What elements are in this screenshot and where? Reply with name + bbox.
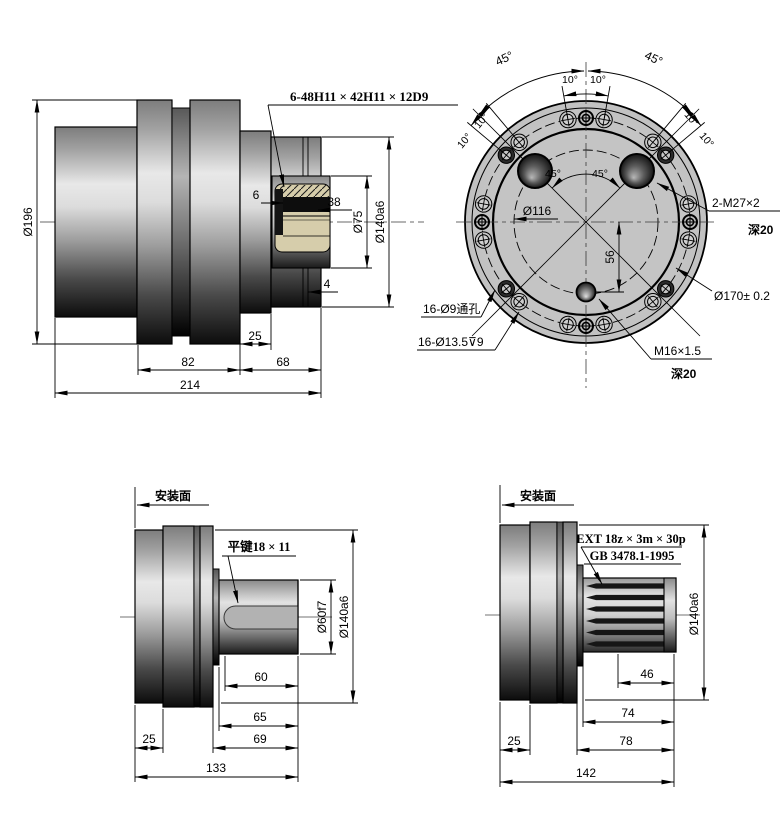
label-mount-face: 安装面 bbox=[520, 488, 556, 503]
spigot-section bbox=[239, 130, 272, 314]
shaft-collar bbox=[576, 564, 584, 667]
m27-hole-right bbox=[619, 153, 655, 189]
flange-band-1 bbox=[136, 99, 173, 345]
note-ext-spline-std: GB 3478.1-1995 bbox=[590, 549, 675, 563]
dim-60: 60 bbox=[254, 670, 268, 684]
band-groove bbox=[556, 521, 564, 704]
label-m27: 2-M27×2 bbox=[712, 196, 760, 210]
note-spline-bore: 6-48H11 × 42H11 × 12D9 bbox=[290, 89, 429, 104]
hub-end-cap bbox=[275, 189, 283, 235]
dim-25: 25 bbox=[507, 734, 521, 748]
dim-78: 78 bbox=[619, 734, 633, 748]
dim-d60: Ø60f7 bbox=[315, 600, 329, 633]
angle-45-top-left: 45° bbox=[493, 48, 516, 68]
shaft-collar bbox=[212, 568, 220, 666]
label-mount-face: 安装面 bbox=[155, 488, 191, 503]
note-flat-key: 平键18 × 11 bbox=[228, 539, 291, 554]
angle-10-top-1: 10° bbox=[562, 74, 578, 86]
spline-shaft bbox=[582, 577, 677, 653]
dim-69: 69 bbox=[253, 732, 267, 746]
label-holes-through: 16-Ø9通孔 bbox=[423, 302, 480, 316]
dim-56: 56 bbox=[603, 250, 617, 264]
flange-band-2 bbox=[189, 99, 241, 345]
m16-hole bbox=[575, 281, 597, 303]
label-pcd: Ø170± 0.2 bbox=[714, 289, 770, 303]
dim-d140: Ø140a6 bbox=[337, 595, 351, 638]
angle-45-inner-left: 45° bbox=[545, 168, 561, 180]
mount-block bbox=[134, 529, 164, 704]
view-keyed-shaft: 安装面 平键18 × 11 Ø60f7 Ø140a6 60 65 69 25 1… bbox=[120, 487, 358, 782]
dim-65: 65 bbox=[253, 710, 267, 724]
dim-82: 82 bbox=[181, 355, 195, 369]
angle-10-right-2: 10° bbox=[697, 130, 716, 150]
dim-46: 46 bbox=[640, 667, 654, 681]
angle-45-top-right: 45° bbox=[643, 48, 666, 68]
dim-6: 6 bbox=[253, 188, 260, 202]
band-2 bbox=[562, 521, 578, 704]
angle-10-top-2: 10° bbox=[590, 74, 606, 86]
dim-4: 4 bbox=[324, 277, 331, 291]
label-bore-circle: Ø116 bbox=[523, 204, 552, 218]
label-m16: M16×1.5 bbox=[654, 344, 701, 358]
dim-68: 68 bbox=[276, 355, 290, 369]
band-2 bbox=[199, 525, 214, 708]
dim-214: 214 bbox=[180, 378, 200, 392]
dim-74: 74 bbox=[621, 706, 635, 720]
keyway-slot bbox=[223, 605, 299, 630]
band-1 bbox=[162, 525, 195, 708]
dim-25: 25 bbox=[142, 732, 156, 746]
band-groove bbox=[193, 525, 201, 708]
angle-10-right-1: 10° bbox=[682, 109, 701, 129]
motor-body bbox=[54, 126, 138, 318]
dim-od-196: Ø196 bbox=[21, 207, 35, 237]
dim-d75: Ø75 bbox=[351, 210, 365, 233]
label-depth20-m27: 深20 bbox=[748, 222, 774, 237]
dim-133: 133 bbox=[206, 761, 226, 775]
m27-hole-left bbox=[517, 153, 553, 189]
shaft-end-face bbox=[663, 577, 677, 653]
angle-10-left-2: 10° bbox=[472, 111, 491, 131]
hub-hatch bbox=[277, 185, 329, 197]
dim-38: 38 bbox=[327, 195, 341, 209]
dim-25: 25 bbox=[248, 329, 262, 343]
label-depth20-m16: 深20 bbox=[671, 366, 697, 381]
angle-10-left-1: 10° bbox=[455, 131, 474, 151]
dim-d140: Ø140a6 bbox=[687, 592, 701, 635]
band-1 bbox=[529, 521, 558, 704]
note-ext-spline: EXT 18z × 3m × 30p bbox=[576, 532, 686, 546]
dim-142: 142 bbox=[576, 766, 596, 780]
view-splined-shaft: 安装面 EXT 18z × 3m × 30p GB 3478.1-1995 Ø1… bbox=[485, 485, 709, 787]
mount-block bbox=[499, 524, 531, 701]
view-side-section: 6-48H11 × 42H11 × 12D9 Ø196 6 38 Ø75 Ø14… bbox=[21, 89, 458, 398]
label-holes-cbore: 16-Ø13.5⊽9 bbox=[418, 335, 484, 349]
band-groove bbox=[171, 107, 191, 337]
angle-45-inner-right: 45° bbox=[592, 168, 608, 180]
dim-d140: Ø140a6 bbox=[373, 200, 387, 243]
view-front-flange: 45° 45° 10° 10° 10° 10° 10° 10° 45° 45° … bbox=[417, 48, 780, 388]
spline-teeth bbox=[586, 583, 664, 647]
